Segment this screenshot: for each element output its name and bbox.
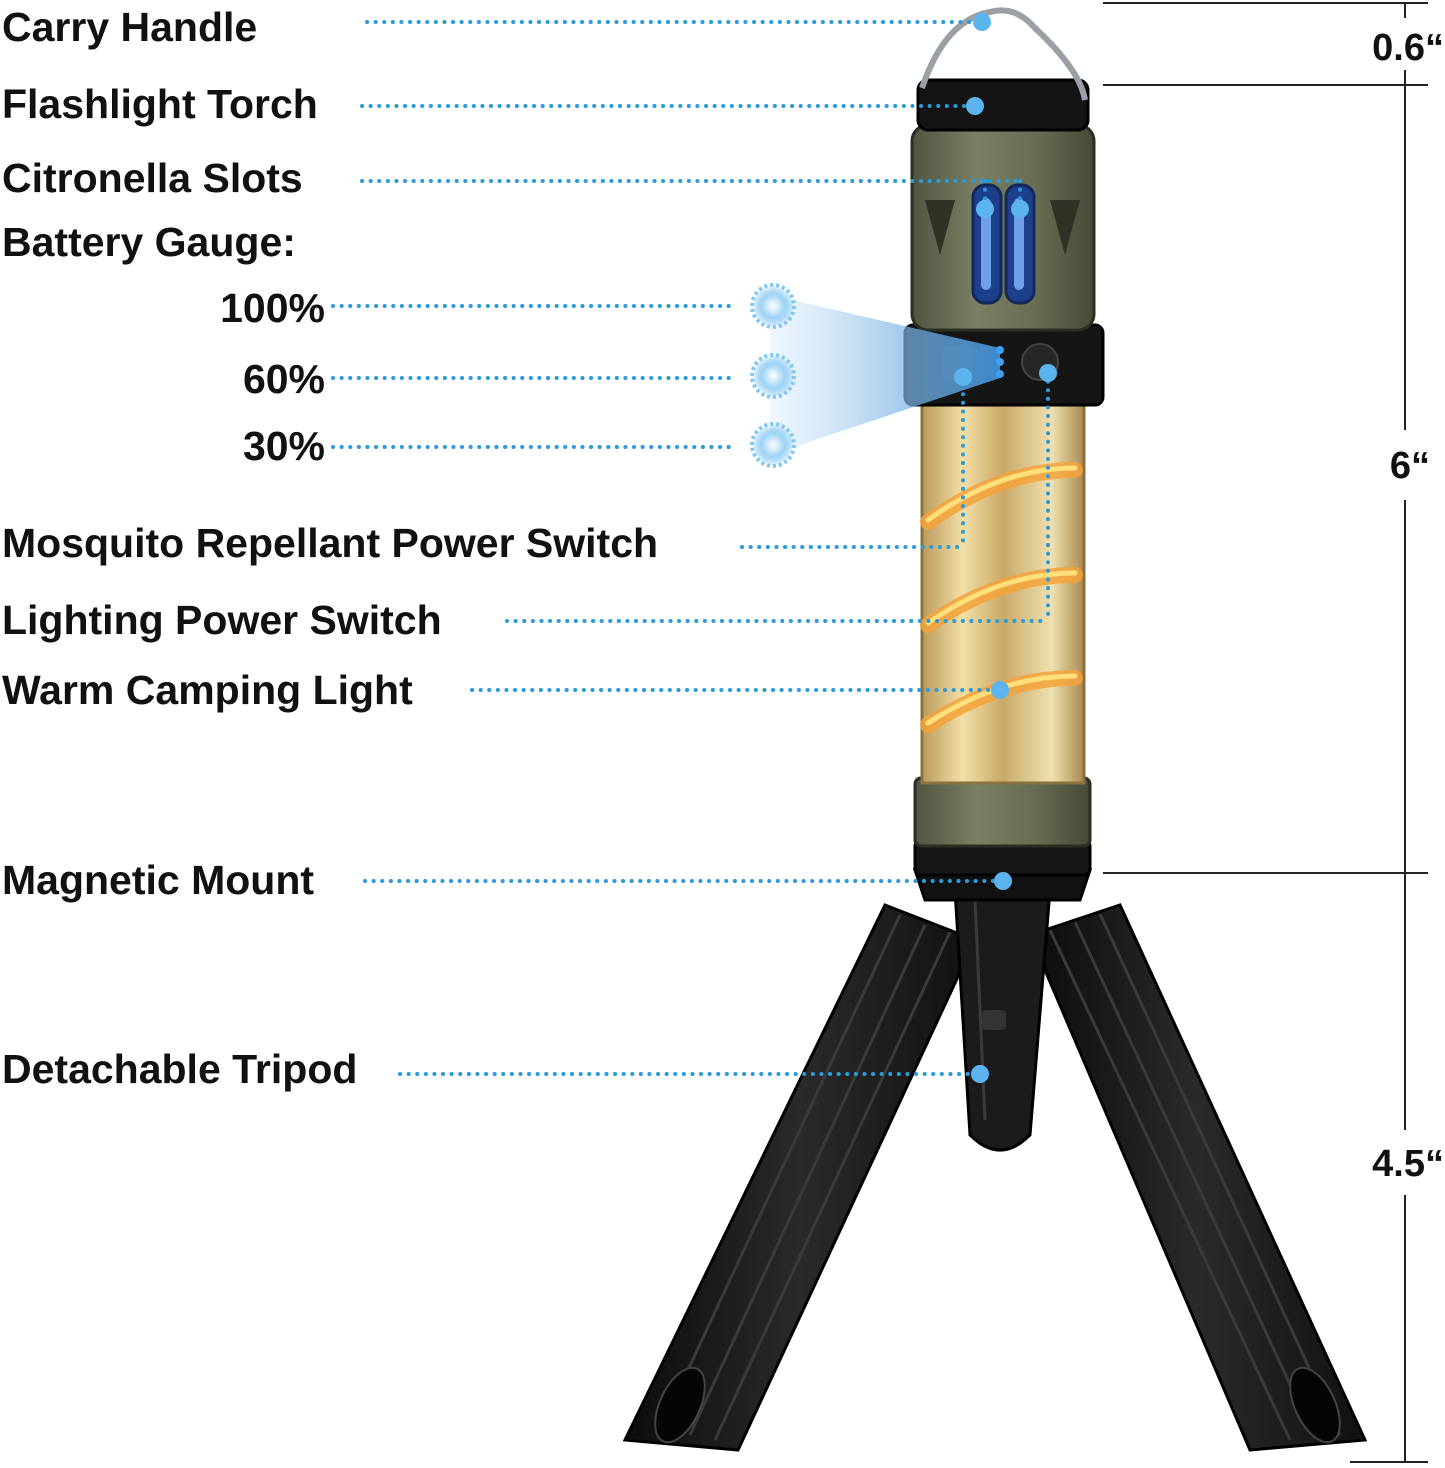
tripod bbox=[622, 868, 1368, 1452]
label-battery-gauge: Battery Gauge: bbox=[2, 219, 296, 265]
tripod-leg-right bbox=[1027, 903, 1368, 1452]
label-gauge-30: 30% bbox=[243, 423, 325, 469]
magnetic-mount-marker bbox=[994, 872, 1012, 890]
label-citronella-slots: Citronella Slots bbox=[2, 155, 303, 201]
dimension-lines bbox=[1103, 2, 1428, 1463]
carry-handle bbox=[919, 7, 1088, 101]
label-carry-handle: Carry Handle bbox=[2, 4, 257, 50]
lighting-switch-marker bbox=[1039, 364, 1057, 382]
citronella-marker-right bbox=[1011, 200, 1029, 218]
carry-handle-marker bbox=[973, 13, 991, 31]
warm-light-marker bbox=[991, 681, 1009, 699]
label-flashlight-torch: Flashlight Torch bbox=[2, 81, 318, 127]
dimension-middle: 6“ bbox=[1390, 445, 1430, 487]
mosquito-switch-marker bbox=[954, 368, 972, 386]
flashlight-marker bbox=[966, 97, 984, 115]
leader-lines bbox=[331, 20, 1050, 1076]
flashlight-cap bbox=[916, 78, 1090, 132]
gauge-60-led bbox=[750, 353, 796, 399]
tripod-leg-left bbox=[622, 903, 978, 1452]
gauge-30-led bbox=[750, 422, 796, 468]
label-gauge-100: 100% bbox=[220, 285, 325, 331]
tripod-marker bbox=[971, 1065, 989, 1083]
battery-beam bbox=[770, 295, 1000, 455]
battery-leds bbox=[996, 346, 1004, 378]
dimension-bottom: 4.5“ bbox=[1372, 1143, 1444, 1185]
label-warm-light: Warm Camping Light bbox=[2, 667, 413, 713]
label-magnetic-mount: Magnetic Mount bbox=[2, 857, 314, 903]
label-mosquito-switch: Mosquito Repellant Power Switch bbox=[2, 520, 658, 566]
marker-dots bbox=[954, 13, 1057, 1083]
dimension-top: 0.6“ bbox=[1372, 27, 1444, 69]
gauge-100-led bbox=[750, 283, 796, 329]
lower-collar bbox=[913, 776, 1092, 848]
label-lighting-switch: Lighting Power Switch bbox=[2, 597, 442, 643]
citronella-marker-left bbox=[976, 200, 994, 218]
label-gauge-60: 60% bbox=[243, 356, 325, 402]
label-detachable-tripod: Detachable Tripod bbox=[2, 1046, 357, 1092]
lantern-body bbox=[903, 7, 1105, 877]
